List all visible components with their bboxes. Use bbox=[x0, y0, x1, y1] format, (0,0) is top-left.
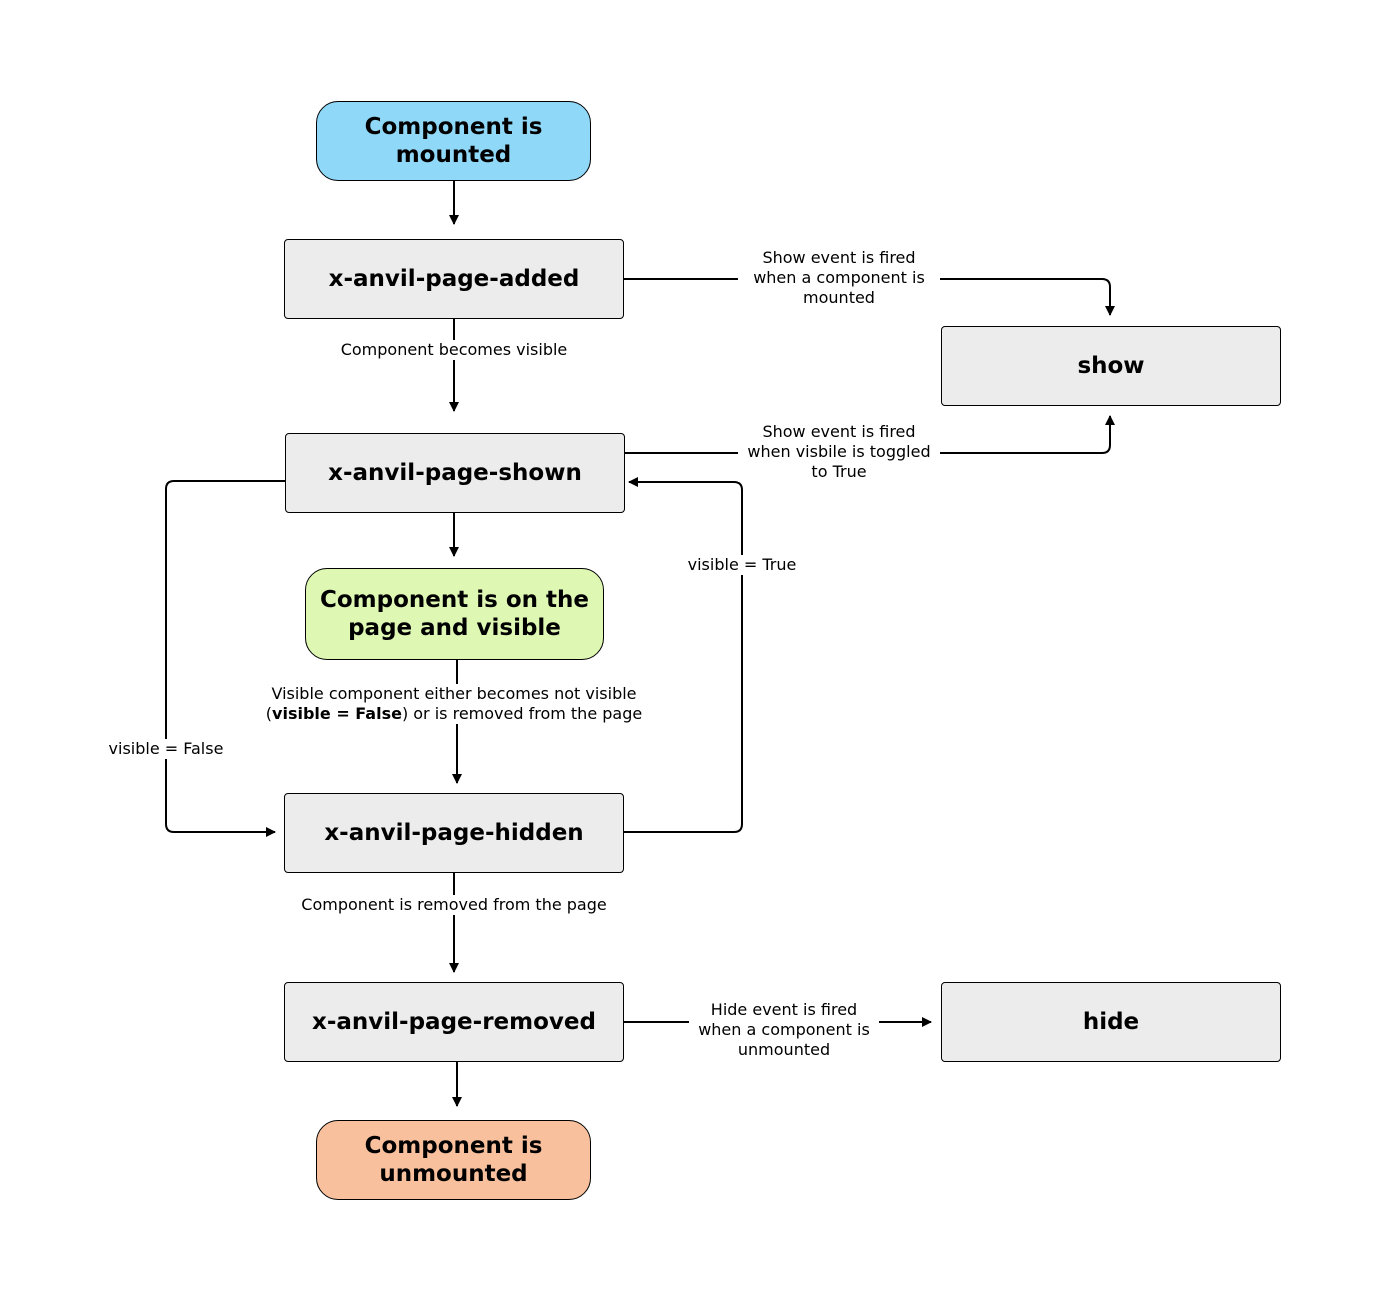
edge-label-line: (visible = False) or is removed from the… bbox=[262, 704, 646, 724]
edge-label-visible-true: visible = True bbox=[684, 555, 800, 575]
edge-shown-to-hidden bbox=[165, 480, 285, 837]
edge-shown-to-show bbox=[625, 415, 1115, 454]
node-component-unmounted: Component is unmounted bbox=[316, 1120, 591, 1200]
node-page-shown: x-anvil-page-shown bbox=[285, 433, 625, 513]
edge-label-paren: ( bbox=[265, 704, 273, 723]
edge-label-visible-false: visible = False bbox=[104, 739, 228, 759]
edge-label-hide-on-unmount: Hide event is fired when a component is … bbox=[689, 1000, 879, 1060]
node-component-mounted: Component is mounted bbox=[316, 101, 591, 181]
edge-label-show-on-toggle: Show event is fired when visbile is togg… bbox=[738, 422, 940, 482]
node-hide: hide bbox=[941, 982, 1281, 1062]
node-page-added-label: x-anvil-page-added bbox=[328, 265, 580, 292]
edge-label-text: Component is removed from the page bbox=[301, 895, 607, 914]
node-on-page-visible-label: Component is on the page and visible bbox=[320, 586, 589, 641]
node-page-removed-label: x-anvil-page-removed bbox=[312, 1008, 596, 1035]
edge-added-to-show bbox=[624, 278, 1115, 316]
edge-label-line: unmounted bbox=[737, 1040, 831, 1059]
edge-label-line: when a component is bbox=[753, 268, 925, 287]
edge-label-removed-from-page: Component is removed from the page bbox=[286, 895, 622, 915]
edge-label-line: Visible component either becomes not vis… bbox=[271, 684, 637, 703]
node-page-hidden-label: x-anvil-page-hidden bbox=[324, 819, 584, 846]
edge-label-line: Show event is fired bbox=[762, 422, 916, 441]
edge-label-line: Show event is fired bbox=[762, 248, 916, 267]
edge-label-text: Component becomes visible bbox=[340, 340, 568, 359]
edge-label-line: Hide event is fired bbox=[710, 1000, 858, 1019]
node-show: show bbox=[941, 326, 1281, 406]
edge-label-show-on-mount: Show event is fired when a component is … bbox=[738, 248, 940, 308]
edge-label-line: when a component is bbox=[698, 1020, 870, 1039]
node-on-page-visible: Component is on the page and visible bbox=[305, 568, 604, 660]
edge-label-text: visible = True bbox=[687, 555, 797, 574]
edge-label-line: to True bbox=[811, 462, 867, 481]
node-page-added: x-anvil-page-added bbox=[284, 239, 624, 319]
node-page-shown-label: x-anvil-page-shown bbox=[328, 459, 582, 486]
edge-label-bold: visible = False bbox=[272, 704, 402, 723]
edge-label-not-visible: Visible component either becomes not vis… bbox=[262, 684, 646, 724]
edge-label-rest: ) or is removed from the page bbox=[401, 704, 643, 723]
edge-label-becomes-visible: Component becomes visible bbox=[324, 340, 584, 360]
edge-label-text: visible = False bbox=[108, 739, 224, 758]
edge-label-line: mounted bbox=[803, 288, 875, 307]
node-show-label: show bbox=[1077, 352, 1145, 379]
node-page-removed: x-anvil-page-removed bbox=[284, 982, 624, 1062]
node-hide-label: hide bbox=[1082, 1008, 1140, 1035]
node-component-mounted-label: Component is mounted bbox=[364, 113, 543, 168]
edge-hidden-to-shown bbox=[624, 477, 743, 833]
node-component-unmounted-label: Component is unmounted bbox=[364, 1132, 543, 1187]
edge-label-line: when visbile is toggled bbox=[747, 442, 931, 461]
node-page-hidden: x-anvil-page-hidden bbox=[284, 793, 624, 873]
